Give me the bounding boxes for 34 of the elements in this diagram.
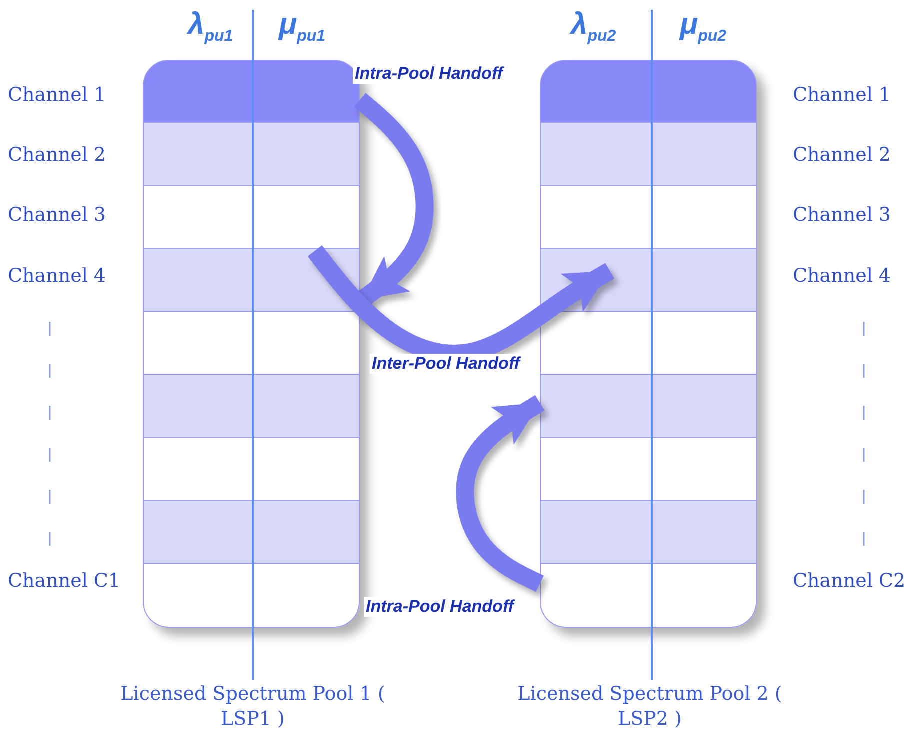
pool-caption: Licensed Spectrum Pool 2 ( LSP2 ) <box>516 682 784 732</box>
channel-row <box>143 564 360 628</box>
channel-row <box>540 564 757 628</box>
channel-row <box>143 312 360 375</box>
channel-label: Channel 3 <box>8 204 106 226</box>
channel-label: Channel 2 <box>8 144 106 166</box>
channel-label: Channel 1 <box>8 84 106 106</box>
channel-label: Channel 4 <box>793 265 892 287</box>
channel-label: Channel 2 <box>793 144 892 166</box>
channel-row <box>540 375 757 438</box>
channel-row <box>540 438 757 501</box>
channel-row <box>540 123 757 186</box>
channel-row <box>143 123 360 186</box>
channel-row <box>143 438 360 501</box>
channel-label: Channel 4 <box>8 265 106 287</box>
channel-label: Channel 3 <box>793 204 892 226</box>
rate-label: λ$_{pu2}$ <box>571 8 616 46</box>
channel-row <box>143 375 360 438</box>
channel-label: Channel C2 <box>793 570 906 592</box>
rate-label: μ$_{pu1}$ <box>279 8 326 46</box>
channel-row <box>143 186 360 249</box>
edge-label: Intra-Pool Handoff <box>353 64 505 84</box>
channel-row <box>540 312 757 375</box>
channel-row <box>540 501 757 564</box>
channel-row <box>143 249 360 312</box>
rate-label: μ$_{pu2}$ <box>680 8 727 46</box>
curved-arrow <box>456 395 545 592</box>
header-row <box>540 60 757 123</box>
channel-row <box>143 501 360 564</box>
channel-label: Channel C1 <box>8 570 121 592</box>
pool-caption: Licensed Spectrum Pool 1 ( LSP1 ) <box>120 682 386 732</box>
rate-label: λ$_{pu1}$ <box>188 8 234 46</box>
channel-label: Channel 1 <box>793 84 892 106</box>
channel-row <box>540 186 757 249</box>
